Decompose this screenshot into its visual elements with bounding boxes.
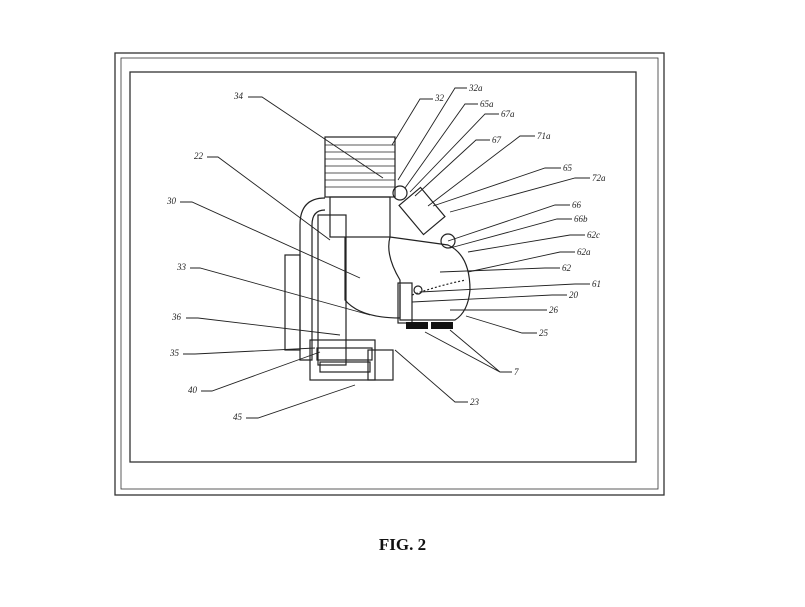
- label-67: 67: [492, 135, 502, 145]
- label-67a: 67a: [501, 109, 515, 119]
- label-25: 25: [539, 328, 549, 338]
- label-62c: 62c: [587, 230, 600, 240]
- label-61: 61: [592, 279, 601, 289]
- label-72a: 72a: [592, 173, 606, 183]
- label-62: 62: [562, 263, 572, 273]
- label-32a: 32a: [468, 83, 483, 93]
- figure-caption: FIG. 2: [378, 535, 427, 554]
- label-22: 22: [194, 151, 204, 161]
- label-34: 34: [233, 91, 244, 101]
- label-40: 40: [188, 385, 198, 395]
- label-7: 7: [514, 367, 519, 377]
- outer-frame: [114, 52, 665, 496]
- label-32: 32: [434, 93, 445, 103]
- label-36: 36: [171, 312, 182, 322]
- label-33: 33: [176, 262, 187, 272]
- label-26: 26: [549, 305, 559, 315]
- frame-inner-line: [120, 57, 659, 490]
- label-62a: 62a: [577, 247, 591, 257]
- label-35: 35: [169, 348, 180, 358]
- leader-lines: [180, 87, 590, 419]
- inner-frame: [129, 71, 637, 463]
- label-66b: 66b: [574, 214, 588, 224]
- label-23: 23: [470, 397, 480, 407]
- battery-blocks-7: [406, 322, 453, 329]
- device-body: [284, 136, 471, 381]
- label-71a: 71a: [537, 131, 551, 141]
- label-65a: 65a: [480, 99, 494, 109]
- label-45: 45: [233, 412, 243, 422]
- label-66: 66: [572, 200, 582, 210]
- label-30: 30: [166, 196, 177, 206]
- reference-labels: 34 22 30 33 36 35 40 45 23 32a 32 65a 67…: [166, 83, 606, 422]
- label-20: 20: [569, 290, 579, 300]
- label-65: 65: [563, 163, 573, 173]
